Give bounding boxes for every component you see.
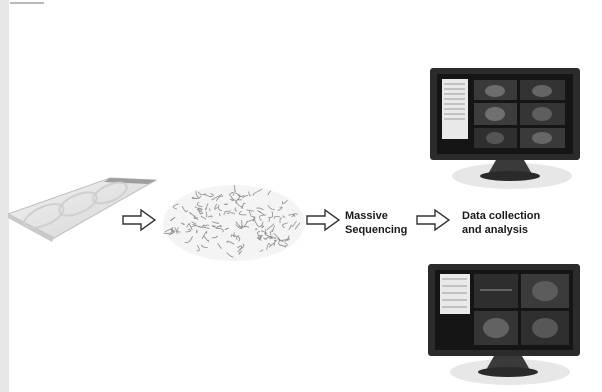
arrow-right-icon: [416, 209, 450, 231]
monitor-top-icon: [428, 64, 586, 192]
figure-corner-mark: [10, 0, 44, 6]
arrow-right-icon: [122, 209, 156, 231]
arrow-right-icon: [306, 209, 340, 231]
sequencing-label-line1: Massive: [345, 210, 388, 222]
left-border-bar: [0, 0, 9, 392]
monitor-bottom-icon: [426, 260, 586, 388]
sequencing-label-line2: Sequencing: [345, 224, 408, 236]
data-collection-label: Data collection and analysis: [462, 209, 540, 237]
analysis-label-line1: Data collection: [462, 210, 541, 222]
analysis-label-line2: and analysis: [462, 224, 529, 236]
slide-icon: [8, 172, 158, 244]
massive-sequencing-label: Massive Sequencing: [345, 209, 407, 237]
dna-tangle-icon: [160, 182, 308, 264]
